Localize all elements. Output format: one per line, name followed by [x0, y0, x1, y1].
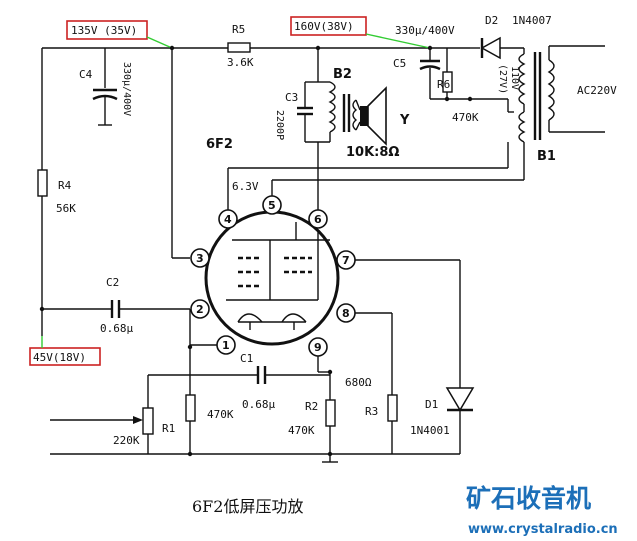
r4-label: R4 [58, 179, 72, 192]
resistor-r5: R5 3.6K [227, 23, 254, 69]
voltage-160v-text: 160V(38V) [294, 20, 354, 33]
r6-label: R6 [437, 78, 450, 91]
tube-pin-8: 8 [336, 303, 356, 323]
voltage-45v-text: 45V(18V) [33, 351, 86, 364]
r2-label: R2 [305, 400, 318, 413]
svg-text:5: 5 [268, 199, 276, 212]
svg-text:3: 3 [196, 252, 204, 265]
resistor-r2: R2 470K [288, 356, 336, 454]
b2-label: B2 [333, 67, 352, 82]
tube-pin-3: 3 [190, 248, 210, 268]
capacitor-c1: C1 0.68μ [148, 352, 330, 411]
svg-text:9: 9 [314, 341, 322, 354]
watermark: 矿石收音机 www.crystalradio.cn [466, 484, 618, 537]
r3-label: R3 [365, 405, 378, 418]
r1b-value: 470K [207, 408, 234, 421]
r2-value: 470K [288, 424, 315, 437]
voltage-135v-text: 135V (35V) [71, 24, 137, 37]
tube-pin-2: 2 [190, 299, 210, 319]
heater-wiring: 6.3V [227, 142, 524, 210]
tube-pin-4: 4 [218, 209, 238, 229]
r5-label: R5 [232, 23, 245, 36]
ac-input-label: AC220V [577, 84, 617, 97]
potentiometer-r1: R1 220K [50, 375, 175, 455]
c1-label: C1 [240, 352, 253, 365]
power-transformer-b1: 110V (27V) AC220V B1 [497, 45, 617, 180]
ground-rail [148, 453, 460, 463]
tube-pins: 4 5 6 3 7 2 8 1 [190, 195, 356, 357]
c2-value: 0.68μ [100, 322, 133, 335]
diagram-title: 6F2低屏压功放 [192, 497, 303, 516]
svg-text:8: 8 [342, 307, 350, 320]
c3-value: 2200P [274, 110, 285, 140]
svg-text:2: 2 [196, 303, 204, 316]
diode-d2: D2 1N4007 [470, 14, 552, 60]
secondary-voltage-low: (27V) [497, 64, 508, 94]
diode-d1: D1 1N4001 [355, 259, 475, 454]
r1-value: 220K [113, 434, 140, 447]
watermark-logo: 矿石收音机 [466, 484, 591, 513]
capacitor-c2: C2 0.68μ [42, 276, 190, 335]
d2-label: D2 [485, 14, 498, 27]
tube-pin-9: 9 [308, 337, 328, 357]
svg-text:1: 1 [222, 339, 230, 352]
tube-pin-7: 7 [336, 250, 356, 270]
tube-pin-6: 6 [308, 209, 328, 229]
c4-label: C4 [79, 68, 93, 81]
capacitor-c5: 330μ/400V C5 [393, 24, 508, 100]
resistor-r4: R4 56K [37, 48, 76, 336]
voltage-label-45v: 45V(18V) [29, 336, 101, 366]
lower-network: 470K [185, 309, 234, 454]
resistor-r6: R6 470K [437, 48, 479, 124]
c3-label: C3 [285, 91, 298, 104]
svg-text:7: 7 [342, 254, 350, 267]
r6-value: 470K [452, 111, 479, 124]
speaker-label: Y [399, 113, 410, 128]
tube-label: 6F2 [206, 137, 233, 152]
capacitor-c3: C3 2200P [274, 81, 330, 143]
capacitor-c4: C4 330μ/400V [79, 48, 132, 126]
r4-value: 56K [56, 202, 76, 215]
b1-label: B1 [537, 149, 556, 164]
svg-text:4: 4 [224, 213, 232, 226]
junction-dots [39, 45, 473, 457]
tube-pin-1: 1 [216, 335, 236, 355]
watermark-url: www.crystalradio.cn [468, 522, 618, 537]
d2-type: 1N4007 [512, 14, 552, 27]
speaker: Y [355, 86, 410, 146]
svg-text:6: 6 [314, 213, 322, 226]
heater-voltage: 6.3V [232, 180, 259, 193]
resistor-r3: 680Ω R3 [345, 312, 398, 454]
r5-value: 3.6K [227, 56, 254, 69]
b2-impedance: 10K:8Ω [346, 145, 399, 160]
c4-value: 330μ/400V [121, 62, 132, 116]
c1-value: 0.68μ [242, 398, 275, 411]
r1-label: R1 [162, 422, 175, 435]
voltage-label-160v: 160V(38V) [290, 16, 431, 49]
output-transformer-b2: B2 10K:8Ω [317, 48, 399, 160]
c5-label: C5 [393, 57, 406, 70]
d1-label: D1 [425, 398, 438, 411]
c2-label: C2 [106, 276, 119, 289]
d1-type: 1N4001 [410, 424, 450, 437]
c5-voltage: 330μ/400V [395, 24, 455, 37]
r3-value: 680Ω [345, 376, 372, 389]
secondary-voltage: 110V [509, 66, 520, 90]
vacuum-tube-6f2: 6F2 [204, 137, 340, 346]
voltage-label-135v: 135V (35V) [66, 20, 173, 49]
tube-pin-5: 5 [262, 195, 282, 215]
